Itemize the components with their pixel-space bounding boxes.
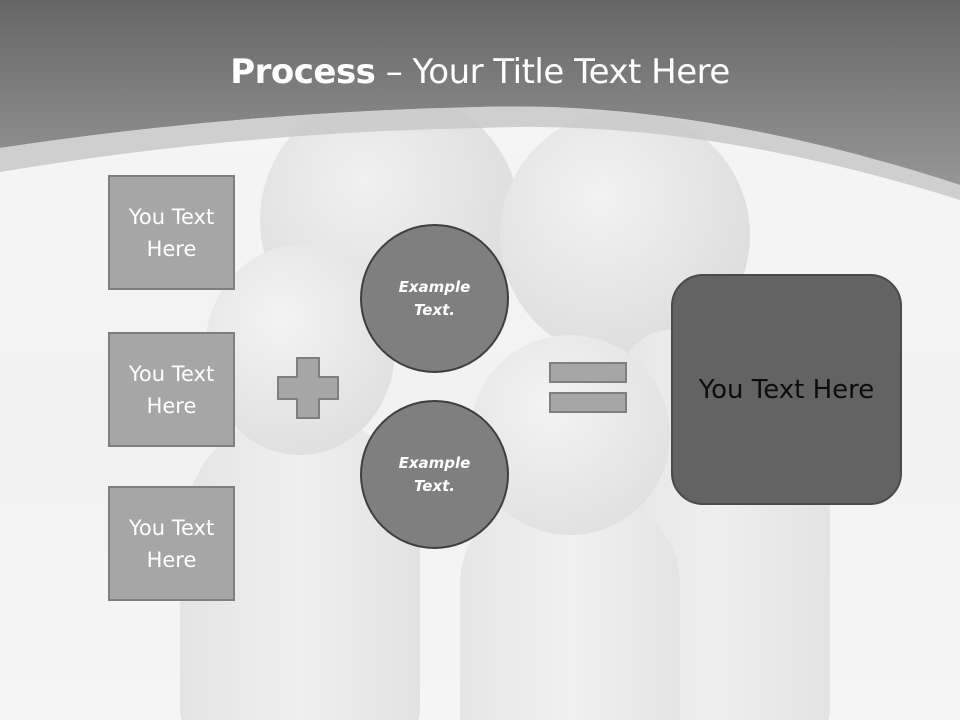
slide-title: Process – Your Title Text Here xyxy=(0,52,960,92)
input-box-2[interactable]: You Text Here xyxy=(108,332,235,447)
example-circle-1[interactable]: Example Text. xyxy=(360,224,509,373)
title-rest: – Your Title Text Here xyxy=(375,52,731,92)
equals-bar-top xyxy=(549,362,627,383)
input-box-label: You Text Here xyxy=(128,204,215,261)
title-bold: Process xyxy=(230,52,376,92)
example-circle-2[interactable]: Example Text. xyxy=(360,400,509,549)
result-box[interactable]: You Text Here xyxy=(671,274,902,505)
input-box-label: You Text Here xyxy=(128,515,215,572)
equals-bar-bottom xyxy=(549,392,627,413)
header-band: Process – Your Title Text Here xyxy=(0,0,960,200)
plus-icon xyxy=(277,357,339,419)
input-box-3[interactable]: You Text Here xyxy=(108,486,235,601)
background-figure-body xyxy=(460,500,680,720)
result-box-label: You Text Here xyxy=(698,374,875,405)
input-box-label: You Text Here xyxy=(128,361,215,418)
circle-label: Example Text. xyxy=(398,277,471,319)
circle-label: Example Text. xyxy=(398,453,471,495)
input-box-1[interactable]: You Text Here xyxy=(108,175,235,290)
